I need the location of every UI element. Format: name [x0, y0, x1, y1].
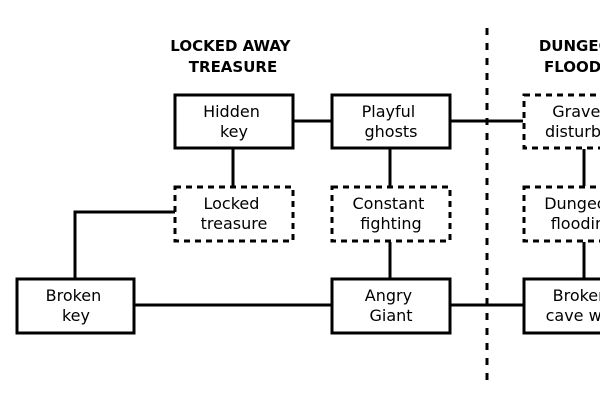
- node-label-line-2: fighting: [360, 214, 421, 233]
- node-label-line-1: Graves: [552, 102, 600, 121]
- node-playful-ghosts: Playful ghosts: [330, 93, 452, 150]
- node-label-line-1: Locked: [203, 194, 259, 213]
- node-label: Graves disturbed: [545, 102, 600, 141]
- node-label-line-2: flooding: [551, 214, 600, 233]
- node-hidden-key: Hidden key: [173, 93, 295, 150]
- connectors: [73, 119, 586, 307]
- node-label-line-1: Playful: [362, 102, 416, 121]
- node-label-line-2: ghosts: [364, 122, 417, 141]
- node-label-line-1: Broken: [553, 286, 600, 305]
- node-broken-cave-wall: Broken cave wall: [522, 277, 600, 335]
- node-label: Broken cave wall: [546, 286, 600, 325]
- node-label-line-1: Hidden: [203, 102, 260, 121]
- node-label-line-1: Constant: [352, 194, 424, 213]
- node-broken-key: Broken key: [15, 277, 136, 335]
- node-label: Locked treasure: [201, 194, 268, 233]
- node-dungeon-flooding: Dungeon flooding: [522, 185, 600, 243]
- node-label: Dungeon flooding: [544, 194, 600, 233]
- node-constant-fighting: Constant fighting: [330, 185, 452, 243]
- node-label-line-2: cave wall: [546, 306, 600, 325]
- node-label: Hidden key: [203, 102, 265, 141]
- section-heading-line-1: DUNGEON: [539, 37, 600, 55]
- node-label-line-2: Giant: [369, 306, 412, 325]
- node-label-line-1: Dungeon: [544, 194, 600, 213]
- node-label-line-2: disturbed: [545, 122, 600, 141]
- section-heading-line-1: LOCKED AWAY: [170, 37, 291, 55]
- node-label-line-2: key: [220, 122, 248, 141]
- node-label: Angry Giant: [365, 286, 417, 325]
- node-label-line-2: treasure: [201, 214, 268, 233]
- section-heading-locked-away-treasure: LOCKED AWAY TREASURE: [170, 37, 295, 76]
- node-label: Playful ghosts: [362, 102, 421, 141]
- edge-locked-treasure-broken-key: [73, 210, 175, 279]
- node-graves-disturbed: Graves disturbed: [522, 93, 600, 150]
- section-heading-dungeon-flooded: DUNGEON FLOODED: [539, 37, 600, 76]
- node-label-line-1: Angry: [365, 286, 412, 305]
- node-angry-giant: Angry Giant: [330, 277, 452, 335]
- node-label-line-2: key: [62, 306, 90, 325]
- section-heading-line-2: FLOODED: [544, 58, 600, 76]
- section-heading-line-2: TREASURE: [189, 58, 277, 76]
- node-locked-treasure: Locked treasure: [173, 185, 295, 243]
- node-label-line-1: Broken: [46, 286, 102, 305]
- node-label: Constant fighting: [352, 194, 429, 233]
- node-label: Broken key: [46, 286, 107, 325]
